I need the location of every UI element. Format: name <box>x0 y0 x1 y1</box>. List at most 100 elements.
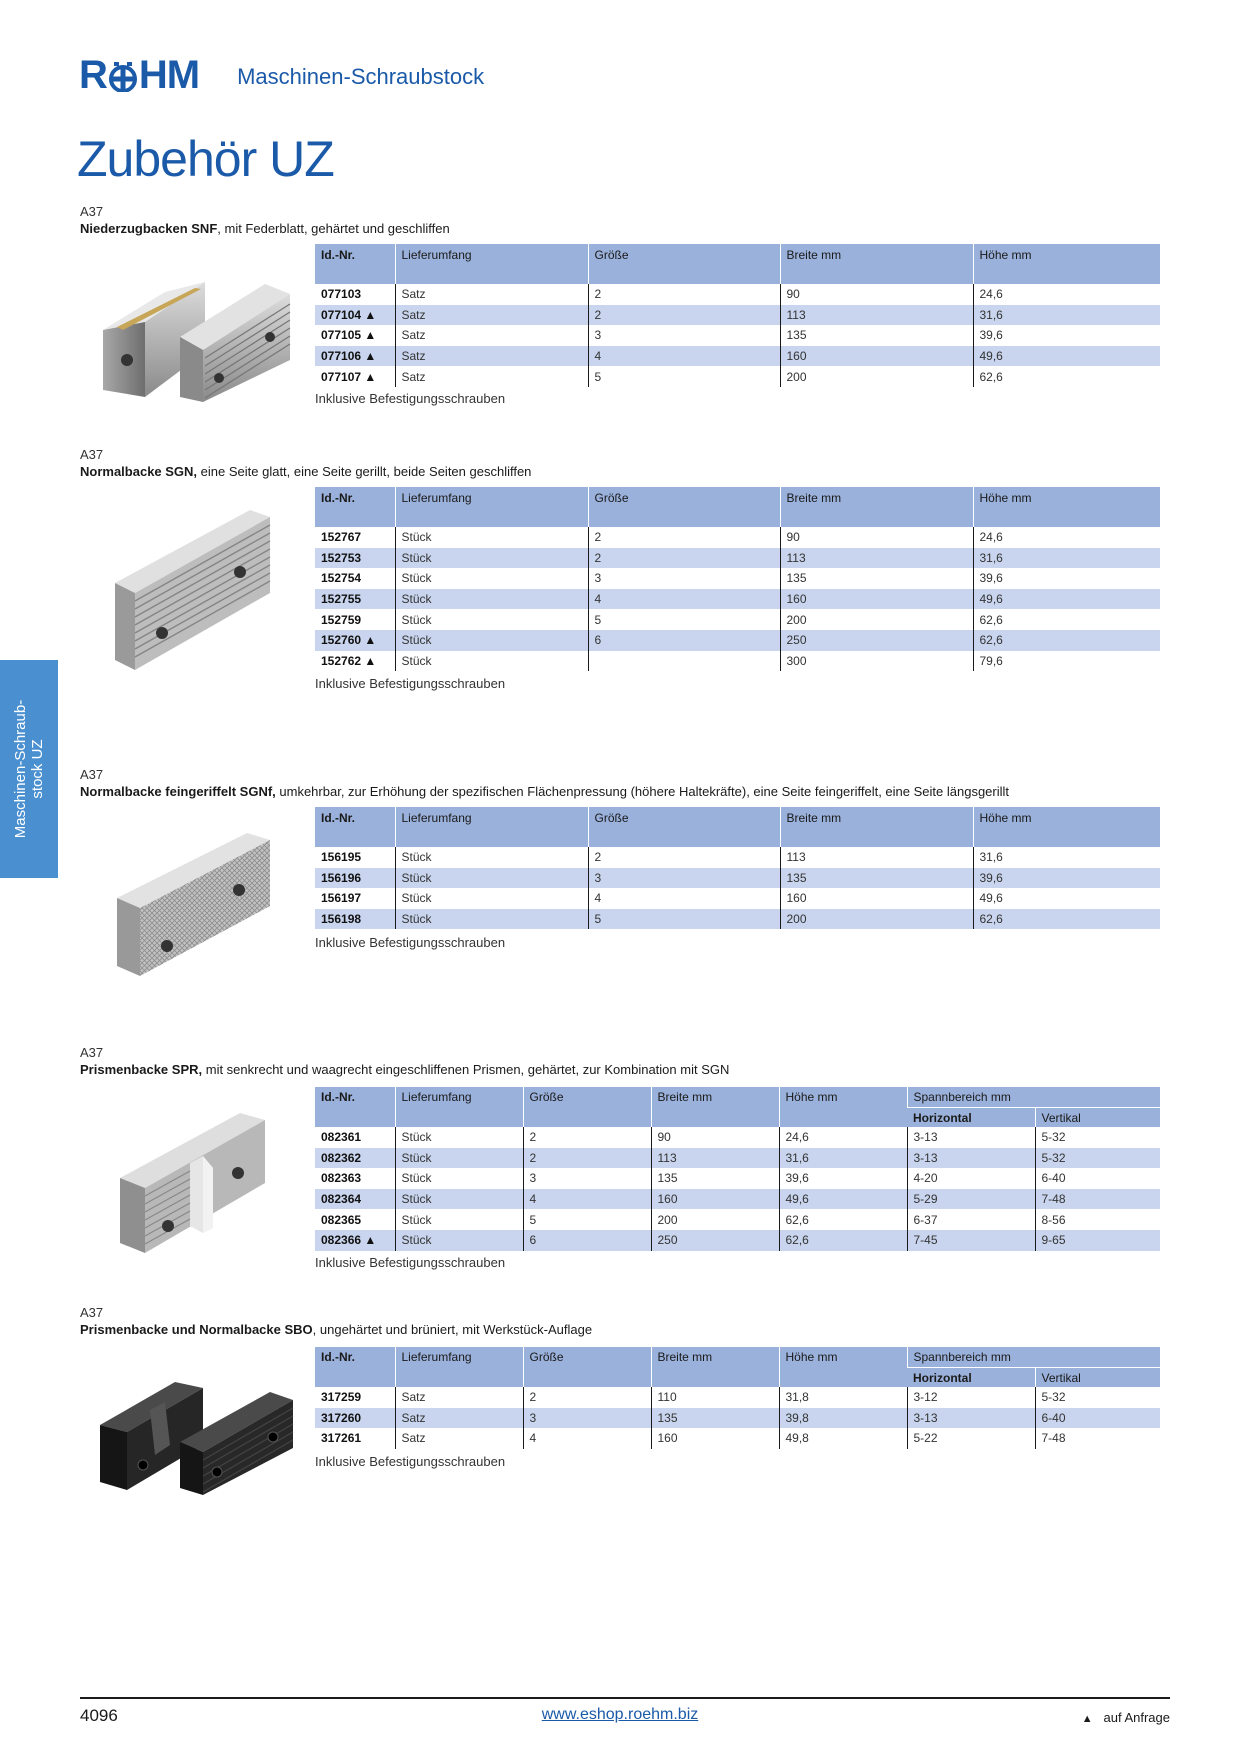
table-cell: 3-13 <box>906 1147 1035 1169</box>
side-tab-line1: Maschinen-Schraub- <box>12 699 29 839</box>
id-number-cell: 082364 <box>315 1188 395 1210</box>
col-lieferumfang: Lieferumfang <box>394 244 588 284</box>
section-sbo: A37 Prismenbacke und Normalbacke SBO, un… <box>80 1305 1170 1338</box>
id-number-cell: 317260 <box>315 1407 395 1429</box>
included-note: Inklusive Befestigungsschrauben <box>315 1454 506 1469</box>
table-cell: Stück <box>394 1229 523 1251</box>
sgn-jaw-image <box>115 510 271 670</box>
side-tab: Maschinen-Schraub- stock UZ <box>0 660 58 878</box>
id-number-cell: 082363 <box>321 1171 362 1186</box>
col-vertikal: Vertikal <box>1034 1366 1160 1387</box>
id-number-cell: 156198 <box>315 908 395 930</box>
table-cell: Stück <box>394 1127 523 1148</box>
id-number-cell: 156195 <box>321 850 362 865</box>
table-sgn: Id.-Nr. Lieferumfang Größe Breite mm Höh… <box>315 487 1160 672</box>
table-cell: Stück <box>394 867 588 889</box>
table-cell: Stück <box>394 629 588 651</box>
id-number-cell: 077107 ▲ <box>321 369 377 384</box>
id-number-cell: 152755 <box>315 588 395 610</box>
col-hoehe: Höhe mm <box>778 1087 907 1127</box>
table-cell: 200 <box>779 366 973 387</box>
included-note: Inklusive Befestigungsschrauben <box>315 676 506 691</box>
table-cell: 79,6 <box>972 650 1160 672</box>
table-cell: 39,6 <box>972 867 1160 889</box>
table-cell: 3 <box>587 325 780 346</box>
table-cell: Stück <box>394 908 588 930</box>
table-cell: 4 <box>587 888 780 909</box>
id-number-cell: 152762 ▲ <box>321 653 377 668</box>
table-cell: 5 <box>587 366 780 387</box>
col-hoehe: Höhe mm <box>972 487 1160 527</box>
id-number-cell: 156197 <box>321 891 362 906</box>
col-breite: Breite mm <box>650 1347 779 1387</box>
table-cell: 49,6 <box>972 588 1160 610</box>
table-cell: 39,8 <box>778 1407 907 1429</box>
logo-o-icon <box>108 62 137 92</box>
table-cell: 6-37 <box>906 1209 1035 1230</box>
table-cell: 6-40 <box>1034 1168 1160 1189</box>
table-cell: 90 <box>779 284 973 305</box>
section-description: Prismenbacke und Normalbacke SBO, ungehä… <box>80 1322 593 1337</box>
section-description: Niederzugbacken SNF, mit Federblatt, geh… <box>80 221 450 236</box>
footer-shop-link[interactable]: www.eshop.roehm.biz <box>541 1706 699 1723</box>
table-cell: Satz <box>394 345 588 367</box>
spr-jaw-image <box>120 1113 265 1253</box>
section-sgn: A37 Normalbacke SGN, eine Seite glatt, e… <box>80 447 1170 480</box>
table-cell: 6 <box>522 1229 651 1251</box>
col-vertikal: Vertikal <box>1034 1106 1160 1127</box>
table-cell: Satz <box>394 366 588 387</box>
table-cell: 8-56 <box>1034 1209 1160 1230</box>
table-cell: 3 <box>522 1407 651 1429</box>
table-cell: 5-32 <box>1034 1387 1160 1408</box>
col-id: Id.-Nr. <box>315 1347 395 1387</box>
table-cell: 31,6 <box>972 847 1160 868</box>
table-cell: 7-48 <box>1034 1188 1160 1210</box>
table-cell <box>587 650 780 672</box>
table-snf: Id.-Nr. Lieferumfang Größe Breite mm Höh… <box>315 244 1160 387</box>
id-number-cell: 077105 ▲ <box>321 328 377 343</box>
table-cell: Stück <box>394 568 588 589</box>
table-cell: 160 <box>650 1428 779 1449</box>
col-hoehe: Höhe mm <box>778 1347 907 1387</box>
table-cell: 110 <box>650 1387 779 1408</box>
col-breite: Breite mm <box>779 807 973 847</box>
table-cell: Satz <box>394 325 588 346</box>
col-breite: Breite mm <box>779 244 973 284</box>
table-spr: Id.-Nr. Lieferumfang Größe Breite mm Höh… <box>315 1087 1160 1251</box>
table-cell: 135 <box>779 325 973 346</box>
table-cell: 24,6 <box>972 284 1160 305</box>
section-spr: A37 Prismenbacke SPR, mit senkrecht und … <box>80 1045 1170 1078</box>
table-cell: 3 <box>587 867 780 889</box>
table-cell: 4 <box>522 1428 651 1449</box>
table-cell: 3 <box>587 568 780 589</box>
table-cell: 3-12 <box>906 1387 1035 1408</box>
id-number-cell: 152759 <box>321 612 362 627</box>
table-cell: Stück <box>394 847 588 868</box>
section-code: A37 <box>80 1305 104 1320</box>
table-cell: 4 <box>522 1188 651 1210</box>
section-code: A37 <box>80 1045 104 1060</box>
table-cell: 160 <box>779 888 973 909</box>
col-breite: Breite mm <box>650 1087 779 1127</box>
table-cell: 24,6 <box>972 527 1160 548</box>
table-cell: 135 <box>650 1407 779 1429</box>
id-number-cell: 152760 ▲ <box>315 629 395 651</box>
table-cell: 2 <box>587 304 780 326</box>
table-cell: 7-48 <box>1034 1428 1160 1449</box>
table-cell: 300 <box>779 650 973 672</box>
table-cell: 113 <box>779 547 973 569</box>
